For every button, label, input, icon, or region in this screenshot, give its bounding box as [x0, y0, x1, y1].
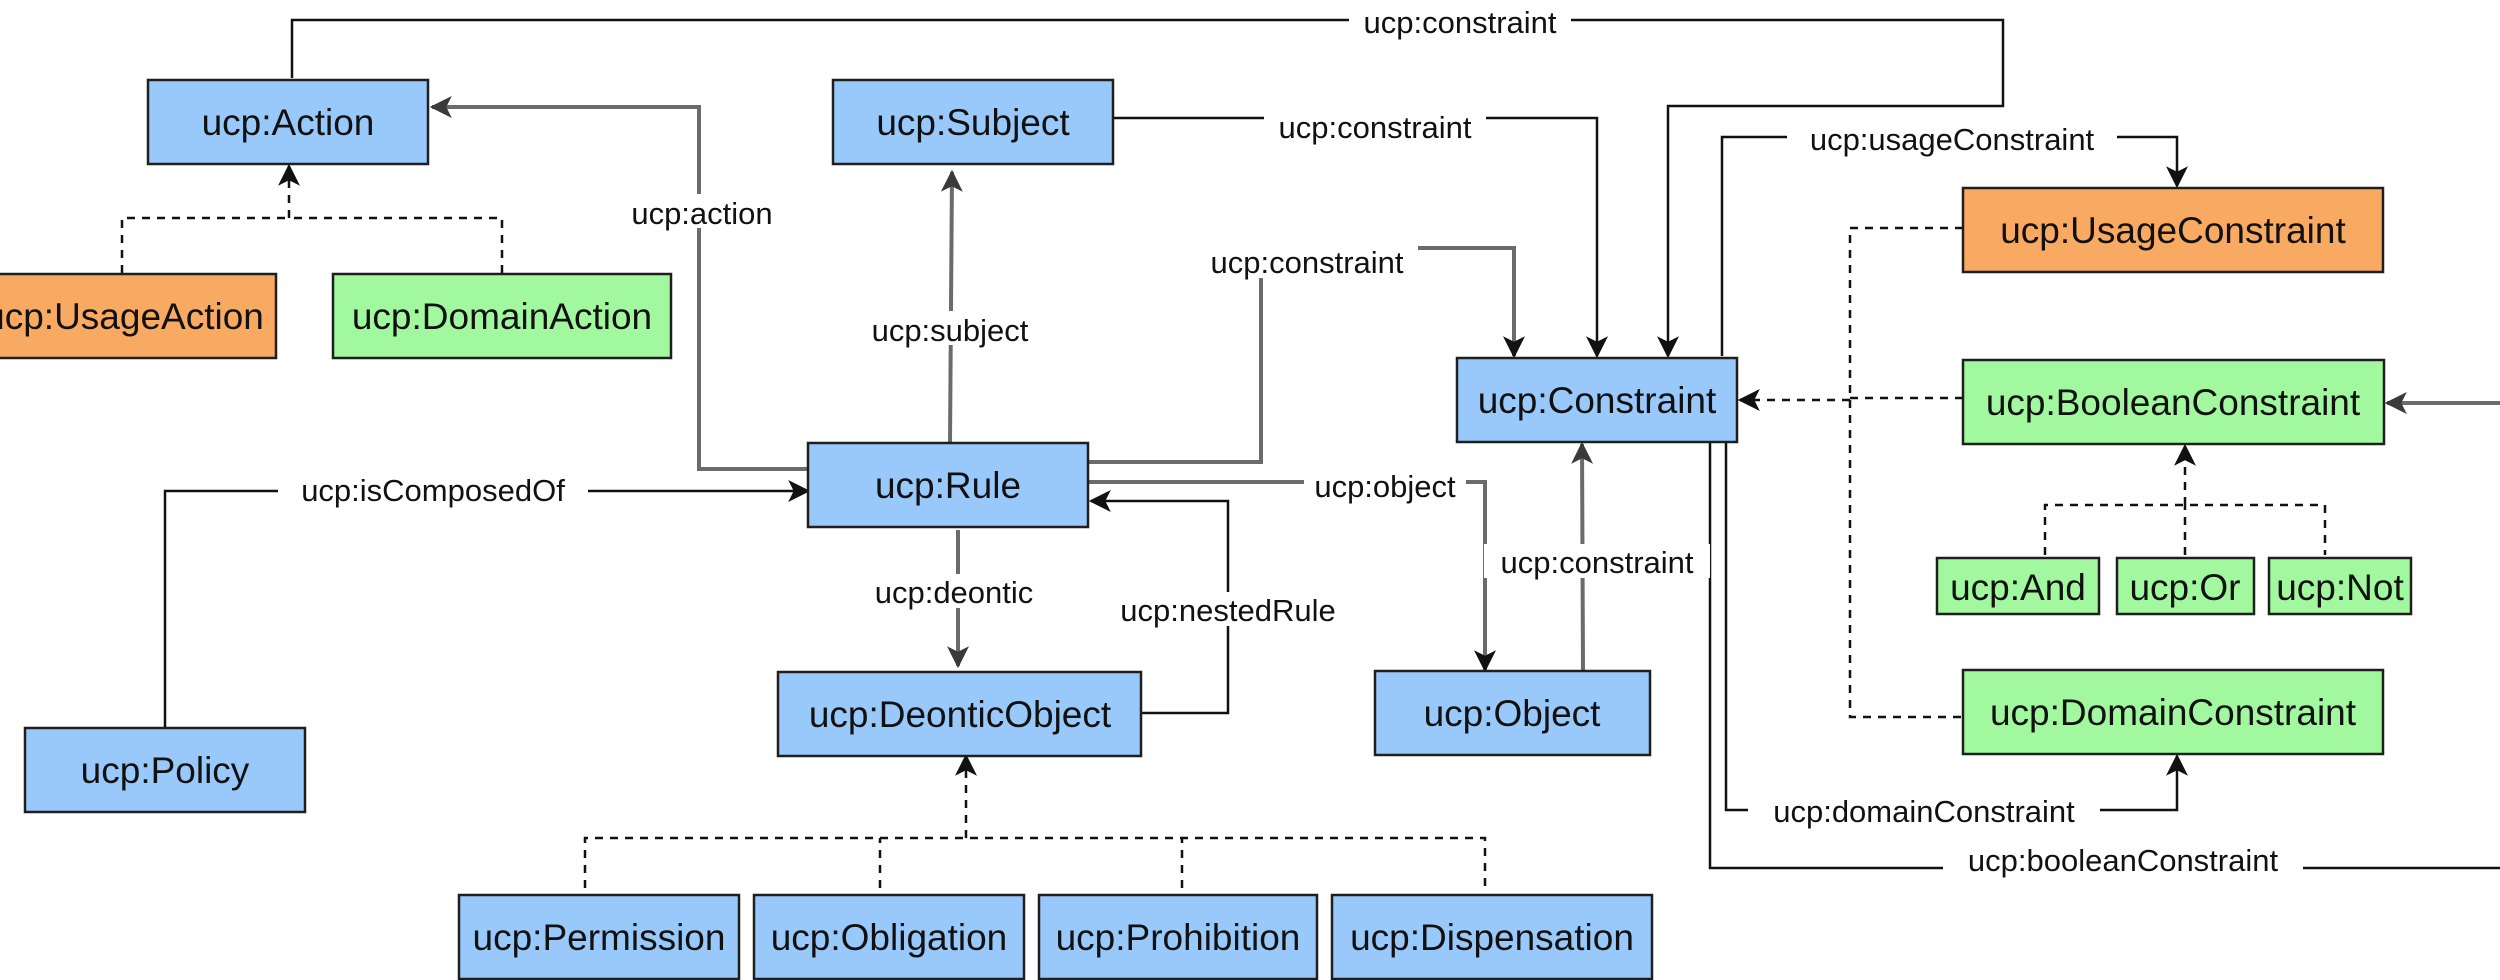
node-rule[interactable]: ucp:Rule — [806, 441, 1090, 529]
node-label: ucp:Policy — [81, 750, 250, 791]
edge-label-deontic-nested-rule: ucp:nestedRule — [1103, 592, 1353, 628]
node-object[interactable]: ucp:Object — [1373, 669, 1652, 757]
edge-label-policy-rule: ucp:isComposedOf — [278, 472, 588, 508]
node-domain-action[interactable]: ucp:DomainAction — [331, 272, 673, 360]
node-box — [1961, 668, 2385, 756]
node-label: ucp:DomainAction — [352, 296, 652, 337]
node-label: ucp:Prohibition — [1056, 917, 1301, 958]
edge-label-subject-constraint: ucp:constraint — [1264, 109, 1486, 145]
node-box — [0, 272, 278, 360]
edge-label-constraint-boolean: ucp:booleanConstraint — [1943, 842, 2303, 878]
node-label: ucp:Dispensation — [1350, 917, 1634, 958]
edge-usage-action-generalization — [120, 216, 289, 273]
node-label: ucp:Object — [1424, 693, 1602, 734]
node-box — [1330, 893, 1654, 980]
svg-text:ucp:object: ucp:object — [1314, 469, 1456, 504]
edge-label-rule-deontic: ucp:deontic — [859, 574, 1049, 610]
edge-rule-object — [1088, 480, 1496, 673]
edge-label-rule-action: ucp:action — [620, 194, 784, 231]
diagram-nodes: ucp:Action ucp:UsageAction ucp:DomainAct… — [0, 78, 2413, 980]
edge-rule-subject — [940, 169, 963, 443]
svg-text:ucp:deontic: ucp:deontic — [875, 575, 1034, 610]
node-box — [1935, 556, 2101, 616]
node-label: ucp:DeonticObject — [809, 694, 1112, 735]
node-label: ucp:Constraint — [1478, 380, 1717, 421]
node-box — [806, 441, 1090, 529]
node-label: ucp:DomainConstraint — [1990, 692, 2357, 733]
node-box — [23, 726, 307, 814]
edge-label-rule-object: ucp:object — [1304, 468, 1466, 504]
node-box — [331, 272, 673, 360]
node-box — [1961, 358, 2386, 446]
svg-text:ucp:constraint: ucp:constraint — [1211, 245, 1404, 280]
node-label: ucp:Action — [202, 102, 375, 143]
edge-label-rule-constraint: ucp:constraint — [1196, 244, 1418, 280]
node-domain-constraint[interactable]: ucp:DomainConstraint — [1961, 668, 2385, 756]
node-boolean-constraint[interactable]: ucp:BooleanConstraint — [1961, 358, 2386, 446]
node-deontic-object[interactable]: ucp:DeonticObject — [776, 670, 1143, 758]
node-obligation[interactable]: ucp:Obligation — [752, 893, 1026, 980]
node-label: ucp:And — [1950, 567, 2086, 608]
svg-text:ucp:constraint: ucp:constraint — [1501, 545, 1694, 580]
node-box — [146, 78, 430, 166]
node-box — [1961, 186, 2385, 274]
svg-text:ucp:isComposedOf: ucp:isComposedOf — [301, 473, 565, 508]
node-label: ucp:Obligation — [771, 917, 1008, 958]
edge-action-constraint — [290, 18, 2005, 359]
node-box — [831, 78, 1115, 166]
node-permission[interactable]: ucp:Permission — [457, 893, 741, 980]
node-usage-action[interactable]: ucp:UsageAction — [0, 272, 278, 360]
node-label: ucp:UsageConstraint — [2000, 210, 2346, 251]
node-not[interactable]: ucp:Not — [2267, 556, 2413, 616]
node-usage-constraint[interactable]: ucp:UsageConstraint — [1961, 186, 2385, 274]
svg-text:ucp:usageConstraint: ucp:usageConstraint — [1810, 122, 2095, 157]
node-label: ucp:BooleanConstraint — [1986, 382, 2361, 423]
edge-subject-constraint — [1113, 116, 1608, 359]
node-prohibition[interactable]: ucp:Prohibition — [1037, 893, 1319, 980]
node-label: ucp:Not — [2276, 567, 2404, 608]
node-box — [457, 893, 741, 980]
node-box — [776, 670, 1143, 758]
edge-labels: ucp:constraint ucp:action ucp:subject uc… — [278, 3, 2303, 878]
svg-text:ucp:domainConstraint: ucp:domainConstraint — [1773, 794, 2075, 829]
node-subject[interactable]: ucp:Subject — [831, 78, 1115, 166]
edge-deontic-subtypes-bar — [583, 836, 1487, 888]
node-constraint[interactable]: ucp:Constraint — [1455, 356, 1739, 444]
edge-label-constraint-domain: ucp:domainConstraint — [1748, 793, 2100, 829]
diagram-edges — [120, 18, 2500, 888]
edge-domain-action-generalization — [289, 216, 504, 273]
edge-label-action-constraint: ucp:constraint — [1349, 3, 1571, 40]
node-label: ucp:Permission — [473, 917, 726, 958]
node-label: ucp:Subject — [876, 102, 1070, 143]
node-action[interactable]: ucp:Action — [146, 78, 430, 166]
node-policy[interactable]: ucp:Policy — [23, 726, 307, 814]
node-label: ucp:UsageAction — [0, 296, 264, 337]
node-or[interactable]: ucp:Or — [2115, 556, 2256, 616]
svg-text:ucp:booleanConstraint: ucp:booleanConstraint — [1968, 843, 2279, 878]
edge-policy-rule — [163, 480, 811, 727]
node-box — [1037, 893, 1319, 980]
node-label: ucp:Rule — [875, 465, 1021, 506]
svg-text:ucp:constraint: ucp:constraint — [1279, 110, 1472, 145]
edge-label-constraint-usage: ucp:usageConstraint — [1787, 121, 2117, 157]
node-box — [1455, 356, 1739, 444]
node-and[interactable]: ucp:And — [1935, 556, 2101, 616]
node-box — [2267, 556, 2413, 616]
edge-label-rule-subject: ucp:subject — [855, 311, 1045, 348]
svg-text:ucp:action: ucp:action — [631, 196, 772, 231]
svg-text:ucp:nestedRule: ucp:nestedRule — [1120, 593, 1335, 628]
node-box — [2115, 556, 2256, 616]
node-dispensation[interactable]: ucp:Dispensation — [1330, 893, 1654, 980]
node-box — [1373, 669, 1652, 757]
svg-text:ucp:constraint: ucp:constraint — [1364, 5, 1557, 40]
edge-constraint-subtypes-bar — [1848, 226, 1963, 719]
node-label: ucp:Or — [2129, 567, 2240, 608]
edge-rule-action — [429, 96, 808, 471]
svg-text:ucp:subject: ucp:subject — [872, 313, 1029, 348]
edge-rule-constraint — [1088, 246, 1525, 464]
node-box — [752, 893, 1026, 980]
edge-label-object-constraint: ucp:constraint — [1484, 544, 1710, 580]
